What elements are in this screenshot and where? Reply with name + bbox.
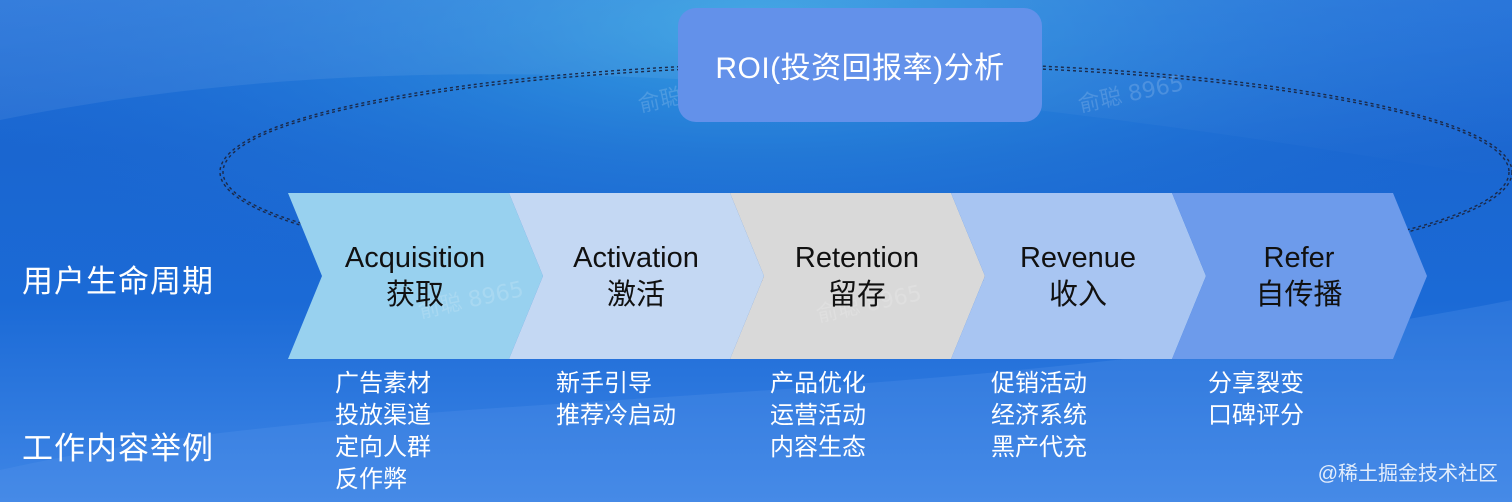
chevron-acquisition	[288, 193, 543, 359]
chevron-revenue	[951, 193, 1206, 359]
lifecycle-row-label: 用户生命周期	[22, 264, 214, 299]
example-item: 定向人群	[335, 434, 431, 461]
footer-watermark: @稀土掘金技术社区	[1317, 463, 1498, 485]
stage-refer-zh: 自传播	[1255, 279, 1343, 311]
example-item: 新手引导	[556, 370, 652, 397]
example-item: 黑产代充	[991, 434, 1087, 461]
retention-examples: 产品优化 运营活动 内容生态	[770, 368, 866, 464]
example-item: 反作弊	[335, 466, 407, 493]
stage-retention-label: Retention 留存	[747, 240, 967, 314]
roi-analysis-box: ROI(投资回报率)分析	[678, 8, 1042, 122]
example-item: 推荐冷启动	[556, 402, 676, 429]
stage-acquisition-zh: 获取	[385, 279, 444, 311]
stage-acquisition-en: Acquisition	[344, 242, 486, 274]
example-item: 投放渠道	[335, 402, 431, 429]
activation-examples: 新手引导 推荐冷启动	[556, 368, 676, 432]
stage-retention-zh: 留存	[827, 279, 886, 311]
refer-examples: 分享裂变 口碑评分	[1208, 368, 1304, 432]
example-item: 运营活动	[770, 402, 866, 429]
stage-refer-en: Refer	[1263, 242, 1335, 274]
work-examples-row-label: 工作内容举例	[22, 431, 214, 466]
roi-analysis-label: ROI(投资回报率)分析	[715, 52, 1005, 85]
example-item: 经济系统	[991, 402, 1087, 429]
chevron-activation	[509, 193, 764, 359]
stage-revenue-label: Revenue 收入	[968, 240, 1188, 314]
watermark-text: 俞聪 8965	[1076, 71, 1186, 118]
example-item: 产品优化	[770, 370, 866, 397]
stage-revenue-en: Revenue	[1019, 242, 1137, 274]
stage-retention-en: Retention	[794, 242, 920, 274]
example-item: 广告素材	[335, 370, 431, 397]
chevron-retention	[730, 193, 985, 359]
stage-refer-label: Refer 自传播	[1189, 240, 1409, 314]
example-item: 促销活动	[991, 370, 1087, 397]
stage-acquisition-label: Acquisition 获取	[305, 240, 525, 314]
example-item: 口碑评分	[1208, 402, 1304, 429]
acquisition-examples: 广告素材 投放渠道 定向人群 反作弊	[335, 368, 431, 496]
stage-activation-zh: 激活	[606, 279, 665, 311]
stage-revenue-zh: 收入	[1048, 279, 1107, 311]
revenue-examples: 促销活动 经济系统 黑产代充	[991, 368, 1087, 464]
stage-activation-en: Activation	[573, 242, 699, 274]
chevron-refer	[1172, 193, 1427, 359]
example-item: 分享裂变	[1208, 370, 1304, 397]
stage-activation-label: Activation 激活	[526, 240, 746, 314]
example-item: 内容生态	[770, 434, 866, 461]
